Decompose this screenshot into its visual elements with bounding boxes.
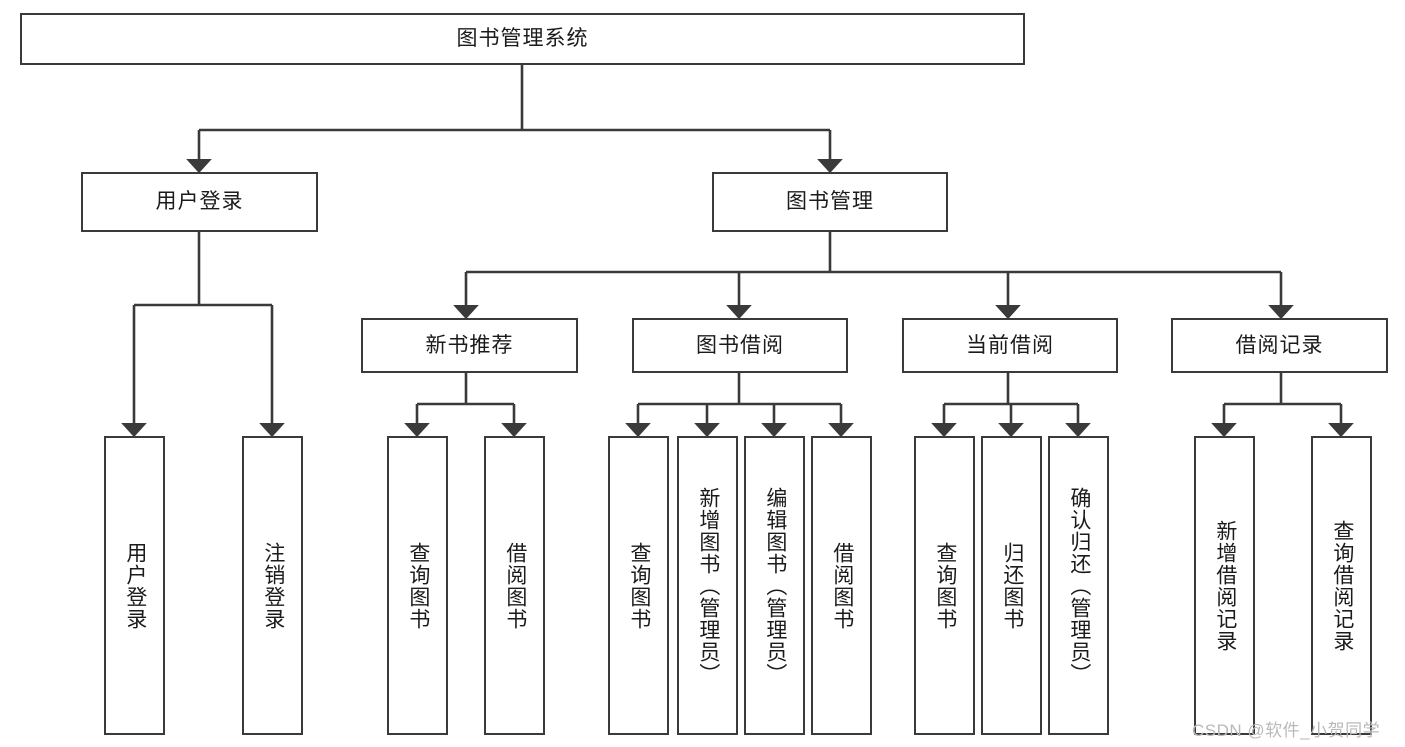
node-leaf-query-book-2-label: 查询图书 — [627, 541, 651, 630]
node-borrow-record-label: 借阅记录 — [1235, 333, 1324, 357]
node-borrow-record[interactable]: 借阅记录 — [1171, 318, 1388, 373]
node-current-borrow[interactable]: 当前借阅 — [902, 318, 1118, 373]
node-leaf-query-book-3-label: 查询图书 — [933, 541, 957, 630]
node-leaf-add-record[interactable]: 新增借阅记录 — [1194, 436, 1255, 735]
node-leaf-user-logout[interactable]: 注销登录 — [242, 436, 303, 735]
node-leaf-confirm-return-label: 确认归还（管理员） — [1067, 486, 1091, 685]
node-leaf-add-book-label: 新增图书（管理员） — [696, 486, 720, 685]
node-leaf-borrow-book-2[interactable]: 借阅图书 — [811, 436, 872, 735]
node-leaf-edit-book-label: 编辑图书（管理员） — [763, 486, 787, 685]
node-leaf-add-record-label: 新增借阅记录 — [1213, 519, 1237, 652]
node-leaf-query-book-3[interactable]: 查询图书 — [914, 436, 975, 735]
node-root-label: 图书管理系统 — [456, 27, 589, 51]
node-leaf-borrow-book-1-label: 借阅图书 — [503, 541, 527, 630]
node-leaf-user-login-label: 用户登录 — [123, 541, 147, 630]
node-current-borrow-label: 当前借阅 — [966, 333, 1054, 357]
node-leaf-query-book-1[interactable]: 查询图书 — [387, 436, 448, 735]
node-leaf-return-book-label: 归还图书 — [1000, 541, 1024, 630]
node-new-book-rec-label: 新书推荐 — [425, 333, 514, 357]
node-leaf-return-book[interactable]: 归还图书 — [981, 436, 1042, 735]
node-user-login-label: 用户登录 — [155, 190, 244, 214]
node-leaf-user-login[interactable]: 用户登录 — [104, 436, 165, 735]
node-leaf-add-book[interactable]: 新增图书（管理员） — [677, 436, 738, 735]
node-user-login[interactable]: 用户登录 — [81, 172, 318, 232]
node-leaf-user-logout-label: 注销登录 — [261, 541, 285, 630]
node-book-borrow-label: 图书借阅 — [696, 333, 784, 357]
node-leaf-query-record-label: 查询借阅记录 — [1330, 519, 1354, 652]
node-book-borrow[interactable]: 图书借阅 — [632, 318, 848, 373]
node-leaf-confirm-return[interactable]: 确认归还（管理员） — [1048, 436, 1109, 735]
node-book-manage[interactable]: 图书管理 — [712, 172, 948, 232]
node-leaf-edit-book[interactable]: 编辑图书（管理员） — [744, 436, 805, 735]
node-book-manage-label: 图书管理 — [786, 190, 874, 214]
node-leaf-query-book-2[interactable]: 查询图书 — [608, 436, 669, 735]
node-leaf-query-record[interactable]: 查询借阅记录 — [1311, 436, 1372, 735]
node-new-book-rec[interactable]: 新书推荐 — [361, 318, 578, 373]
csdn-watermark: CSDN @软件_小贺同学 — [1192, 721, 1381, 740]
node-leaf-borrow-book-2-label: 借阅图书 — [830, 541, 854, 630]
node-leaf-borrow-book-1[interactable]: 借阅图书 — [484, 436, 545, 735]
node-root[interactable]: 图书管理系统 — [20, 13, 1025, 65]
node-leaf-query-book-1-label: 查询图书 — [406, 541, 430, 630]
